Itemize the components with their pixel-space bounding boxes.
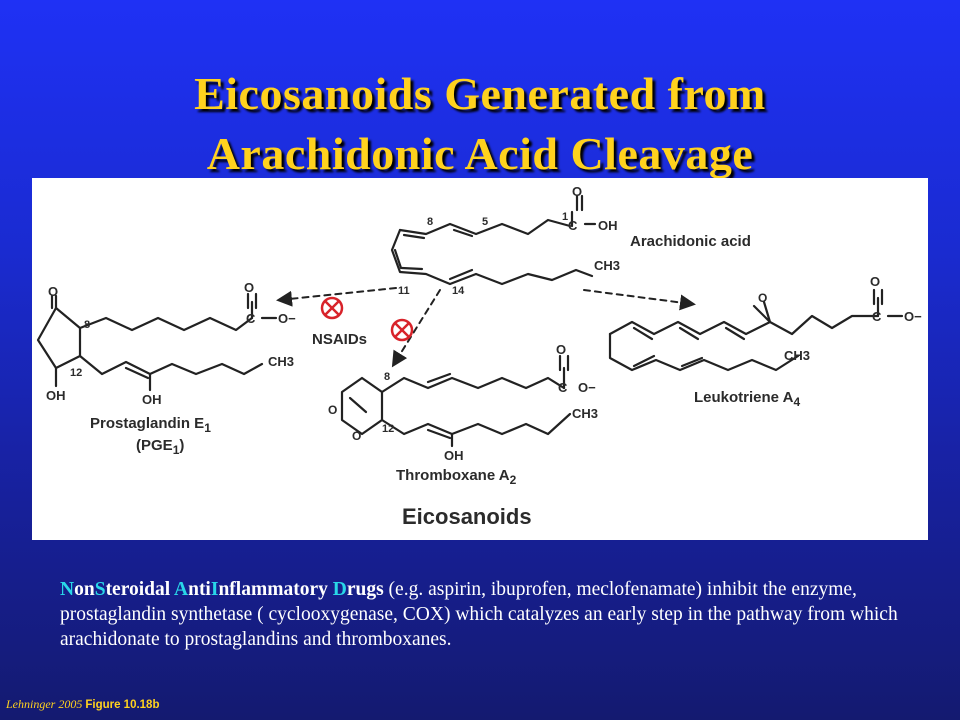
panel-title: Eicosanoids — [402, 504, 532, 529]
credit-source: Lehninger 2005 — [6, 697, 83, 711]
txa2-carbon-8: 8 — [384, 371, 390, 383]
pge1-name: Prostaglandin E1 — [90, 415, 211, 435]
carbon-11-label: 11 — [398, 285, 410, 297]
inhibition-icons — [320, 296, 414, 342]
pge1-carboxyl-c: C — [246, 311, 256, 326]
txa2-carbonyl-o: O — [556, 342, 566, 357]
lta4-name: Leukotriene A4 — [694, 389, 800, 409]
lta4-ch3: CH3 — [784, 348, 810, 363]
txa2-name: Thromboxane A2 — [396, 467, 517, 487]
carbon-14-label: 14 — [452, 285, 465, 297]
txa2-structure — [340, 354, 572, 448]
pge1-oh-chain: OH — [142, 392, 162, 407]
pge1-ch3: CH3 — [268, 354, 294, 369]
pge1-o-minus: O− — [278, 311, 296, 326]
pge1-carbon-12: 12 — [70, 367, 82, 379]
title-line-2: Arachidonic Acid Cleavage — [206, 128, 754, 179]
abbrev-s: S — [94, 579, 106, 600]
pathway-arrows — [276, 287, 696, 368]
txa2-carboxyl-c: C — [558, 380, 568, 395]
pge1-structure — [36, 292, 278, 392]
nsaids-label: NSAIDs — [312, 331, 367, 348]
carbon-8-label: 8 — [427, 216, 433, 228]
txa2-carbon-12: 12 — [382, 423, 394, 435]
arachidonic-acid-label: Arachidonic acid — [630, 233, 751, 250]
pge1-oh-ring: OH — [46, 388, 66, 403]
aa-carboxyl-c: C — [568, 218, 578, 233]
lta4-o-minus: O− — [904, 309, 922, 324]
aa-oh: OH — [598, 218, 618, 233]
credit-figure: Figure 10.18b — [85, 699, 160, 711]
lta4-carboxyl-c: C — [872, 309, 882, 324]
pge1-carbon-8: 8 — [84, 319, 90, 331]
title-line-1: Eicosanoids Generated from — [194, 68, 766, 119]
abbrev-n: N — [60, 579, 75, 600]
txa2-ch3: CH3 — [572, 406, 598, 421]
carbon-1-label: 1 — [562, 211, 568, 223]
slide-title: Eicosanoids Generated from Arachidonic A… — [0, 64, 960, 184]
txa2-ring-o-1: O — [328, 403, 337, 417]
abbrev-d: D — [332, 579, 347, 600]
arachidonic-acid-structure — [390, 194, 597, 286]
lta4-epoxide-o: O — [758, 291, 767, 305]
abbrev-i: I — [210, 579, 219, 600]
carbon-5-label: 5 — [482, 216, 488, 228]
abbrev-a: A — [174, 579, 189, 600]
aa-ch3: CH3 — [594, 258, 620, 273]
lta4-carbonyl-o: O — [870, 274, 880, 289]
aa-carbonyl-o: O — [572, 184, 582, 199]
inhibition-icon — [390, 318, 414, 342]
txa2-ring-o-2: O — [352, 429, 361, 443]
eicosanoids-figure: Arachidonic acid 8 5 1 11 14 O C OH CH3 … — [32, 178, 928, 540]
pge1-carbonyl-o: O — [244, 280, 254, 295]
nsaid-caption: NonSteroidal AntiInflammatory Drugs (e.g… — [60, 579, 898, 650]
txa2-oh: OH — [444, 448, 464, 463]
lta4-structure — [608, 288, 904, 372]
figure-svg: Arachidonic acid 8 5 1 11 14 O C OH CH3 … — [36, 184, 922, 529]
caption-body: (e.g. aspirin, ibuprofen, meclofenamate)… — [60, 579, 898, 650]
pge1-ketone-o: O — [48, 284, 58, 299]
inhibition-icon — [320, 296, 344, 320]
txa2-o-minus: O− — [578, 380, 596, 395]
source-credit: Lehninger 2005 Figure 10.18b — [6, 697, 159, 712]
pge1-abbrev: (PGE1) — [136, 437, 184, 457]
